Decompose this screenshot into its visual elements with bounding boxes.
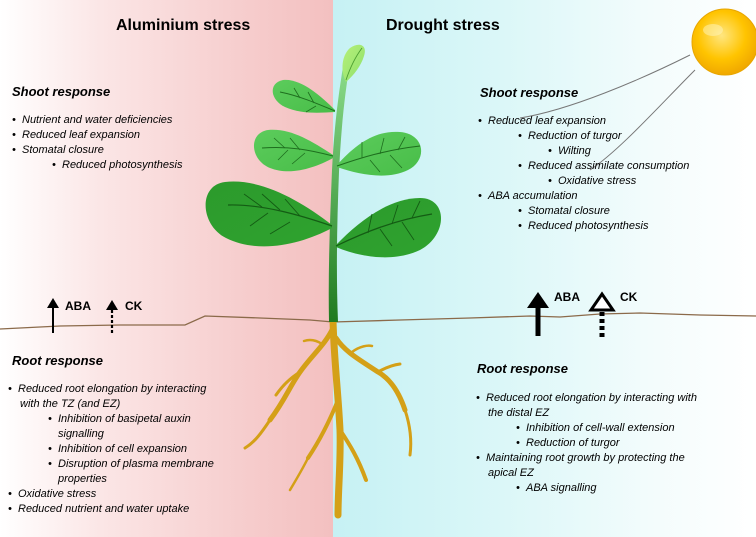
list-item-continuation: properties (58, 473, 107, 485)
list-item: Maintaining root growth by protecting th… (476, 451, 697, 466)
drought-ck-label: CK (620, 290, 638, 304)
drought-root-list: Reduced root elongation by interacting w… (476, 391, 697, 496)
list-item: Reduced assimilate consumption (518, 159, 689, 174)
sun-icon (691, 8, 756, 76)
list-item-continuation: with the TZ (and EZ) (20, 398, 121, 410)
plant-leaves (205, 44, 441, 258)
list-item: Stomatal closure (518, 204, 689, 219)
list-item-continuation: apical EZ (488, 467, 534, 479)
list-item: ABA accumulation (478, 189, 689, 204)
aluminium-aba-label: ABA (65, 299, 91, 313)
aluminium-ck-label: CK (125, 299, 143, 313)
list-item: Reduction of turgor (518, 129, 689, 144)
list-item: Disruption of plasma membrane (48, 457, 214, 472)
list-item: Inhibition of cell expansion (48, 442, 214, 457)
aluminium-root-heading: Root response (12, 353, 104, 368)
aluminium-ck-dashed-up-arrow-icon (106, 300, 118, 333)
list-item: Reduced leaf expansion (12, 128, 182, 143)
list-item: Reduced root elongation by interacting (8, 382, 214, 397)
list-item: Reduced nutrient and water uptake (8, 502, 214, 517)
list-item: Wilting (548, 144, 689, 159)
drought-aba-label: ABA (554, 290, 580, 304)
list-item-continuation: signalling (58, 428, 104, 440)
list-item: ABA signalling (516, 481, 697, 496)
root-system (243, 316, 413, 519)
aluminium-root-list: Reduced root elongation by interacting w… (8, 382, 214, 517)
list-item: Stomatal closure (12, 143, 182, 158)
aluminium-aba-up-arrow-icon (47, 298, 59, 333)
aluminium-stress-title: Aluminium stress (116, 17, 251, 34)
list-item: Reduced root elongation by interacting w… (476, 391, 697, 406)
list-item: Reduced leaf expansion (478, 114, 689, 129)
drought-aba-up-arrow-icon (527, 292, 549, 336)
list-item: Reduced photosynthesis (52, 158, 182, 173)
drought-stress-title: Drought stress (386, 17, 500, 34)
list-item: Oxidative stress (8, 487, 214, 502)
aluminium-shoot-heading: Shoot response (12, 84, 111, 99)
drought-shoot-heading: Shoot response (480, 85, 579, 100)
plant-stem (328, 55, 351, 322)
ground-line (0, 312, 756, 330)
list-item: Oxidative stress (548, 174, 689, 189)
aluminium-shoot-list: Nutrient and water deficiencies Reduced … (12, 113, 182, 173)
list-item: Nutrient and water deficiencies (12, 113, 182, 128)
drought-ck-dashed-up-arrow-icon (588, 291, 616, 337)
drought-shoot-list: Reduced leaf expansion Reduction of turg… (478, 114, 689, 234)
list-item: Reduced photosynthesis (518, 219, 689, 234)
list-item: Reduction of turgor (516, 436, 697, 451)
list-item: Inhibition of cell-wall extension (516, 421, 697, 436)
list-item: Inhibition of basipetal auxin (48, 412, 214, 427)
list-item-continuation: the distal EZ (488, 407, 550, 419)
drought-root-heading: Root response (477, 361, 569, 376)
